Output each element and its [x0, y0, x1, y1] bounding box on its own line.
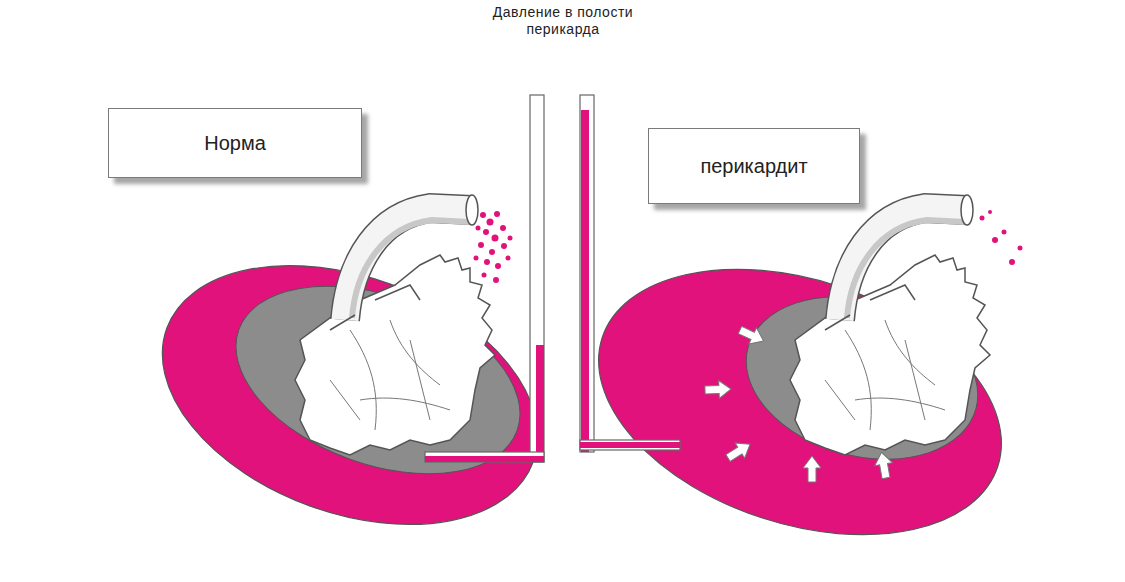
manometer-tube — [530, 95, 544, 462]
manometer-tube — [580, 95, 594, 452]
caption-label: Давление в полости перикарда — [488, 4, 638, 38]
heart — [790, 195, 990, 455]
manometer-fluid — [580, 442, 680, 448]
manometer-level — [536, 345, 544, 462]
manometer — [425, 95, 544, 462]
box-label: перикардит — [700, 155, 807, 178]
manometer-pipe — [580, 440, 680, 450]
title-box: Норма — [108, 108, 362, 178]
title-box: перикардит — [648, 128, 860, 204]
manometer-pipe — [425, 452, 544, 462]
manometer-level — [581, 110, 589, 452]
box-label: Норма — [204, 132, 266, 155]
manometer-fluid — [425, 456, 544, 462]
pericarditis-heart — [564, 95, 1035, 582]
pressure-arrows — [705, 322, 895, 482]
heart — [295, 195, 495, 455]
blood-drops — [474, 211, 513, 283]
blood-drops — [980, 210, 1023, 265]
